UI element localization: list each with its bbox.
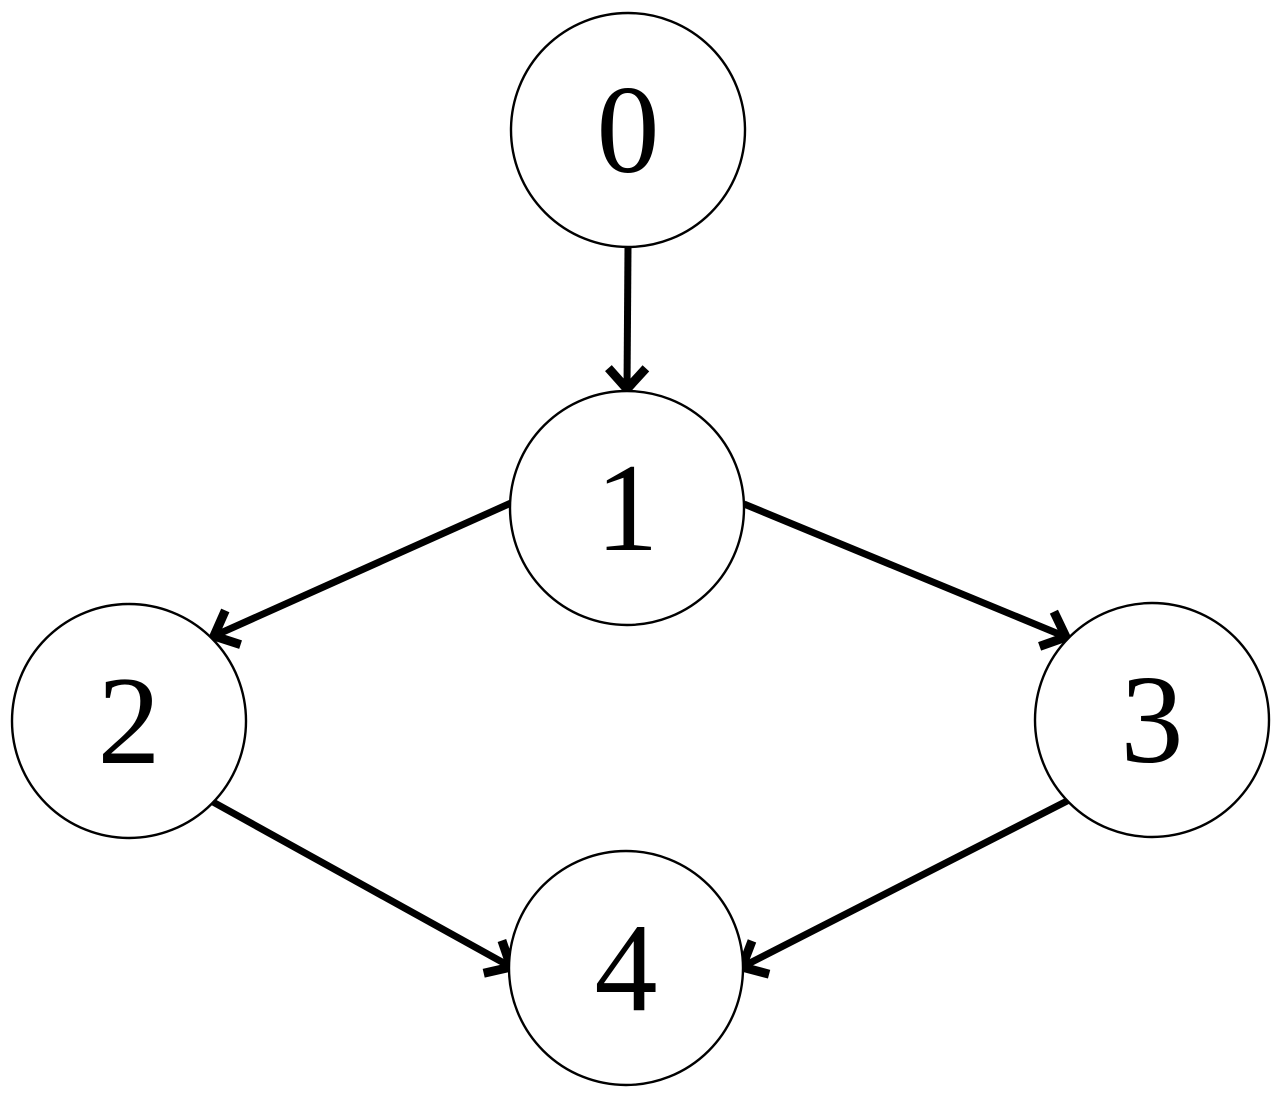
- edge-1-3: [742, 500, 1073, 651]
- edge-shaft-2-4: [211, 798, 513, 971]
- node-label-0: 0: [597, 61, 660, 200]
- node-circle-0: [509, 11, 747, 249]
- node-label-1: 1: [596, 439, 659, 578]
- edge-shaft-0-1: [623, 246, 632, 390]
- arrowhead-icon: [207, 608, 242, 649]
- node-circle-4: [507, 849, 745, 1087]
- graph-node-2: 2: [10, 602, 248, 840]
- edges-layer: [207, 246, 1073, 979]
- edge-shaft-1-2: [212, 499, 513, 640]
- graph-node-4: 4: [507, 849, 745, 1087]
- edge-3-4: [736, 796, 1071, 979]
- edge-1-2: [207, 499, 513, 649]
- edge-shaft-1-3: [742, 500, 1068, 641]
- node-label-3: 3: [1121, 651, 1184, 790]
- node-label-2: 2: [98, 652, 161, 791]
- node-label-4: 4: [595, 899, 658, 1038]
- node-circle-2: [10, 602, 248, 840]
- edge-2-4: [211, 798, 517, 978]
- node-circle-1: [508, 389, 746, 627]
- arrowhead-icon: [1038, 609, 1073, 651]
- graph-node-1: 1: [508, 389, 746, 627]
- nodes-layer: 0 1 2 3 4: [10, 11, 1271, 1087]
- edge-0-1: [605, 246, 650, 396]
- edge-shaft-3-4: [740, 796, 1071, 971]
- graph-node-3: 3: [1033, 601, 1271, 839]
- arrowhead-icon: [605, 365, 650, 396]
- node-circle-3: [1033, 601, 1271, 839]
- graph-node-0: 0: [509, 11, 747, 249]
